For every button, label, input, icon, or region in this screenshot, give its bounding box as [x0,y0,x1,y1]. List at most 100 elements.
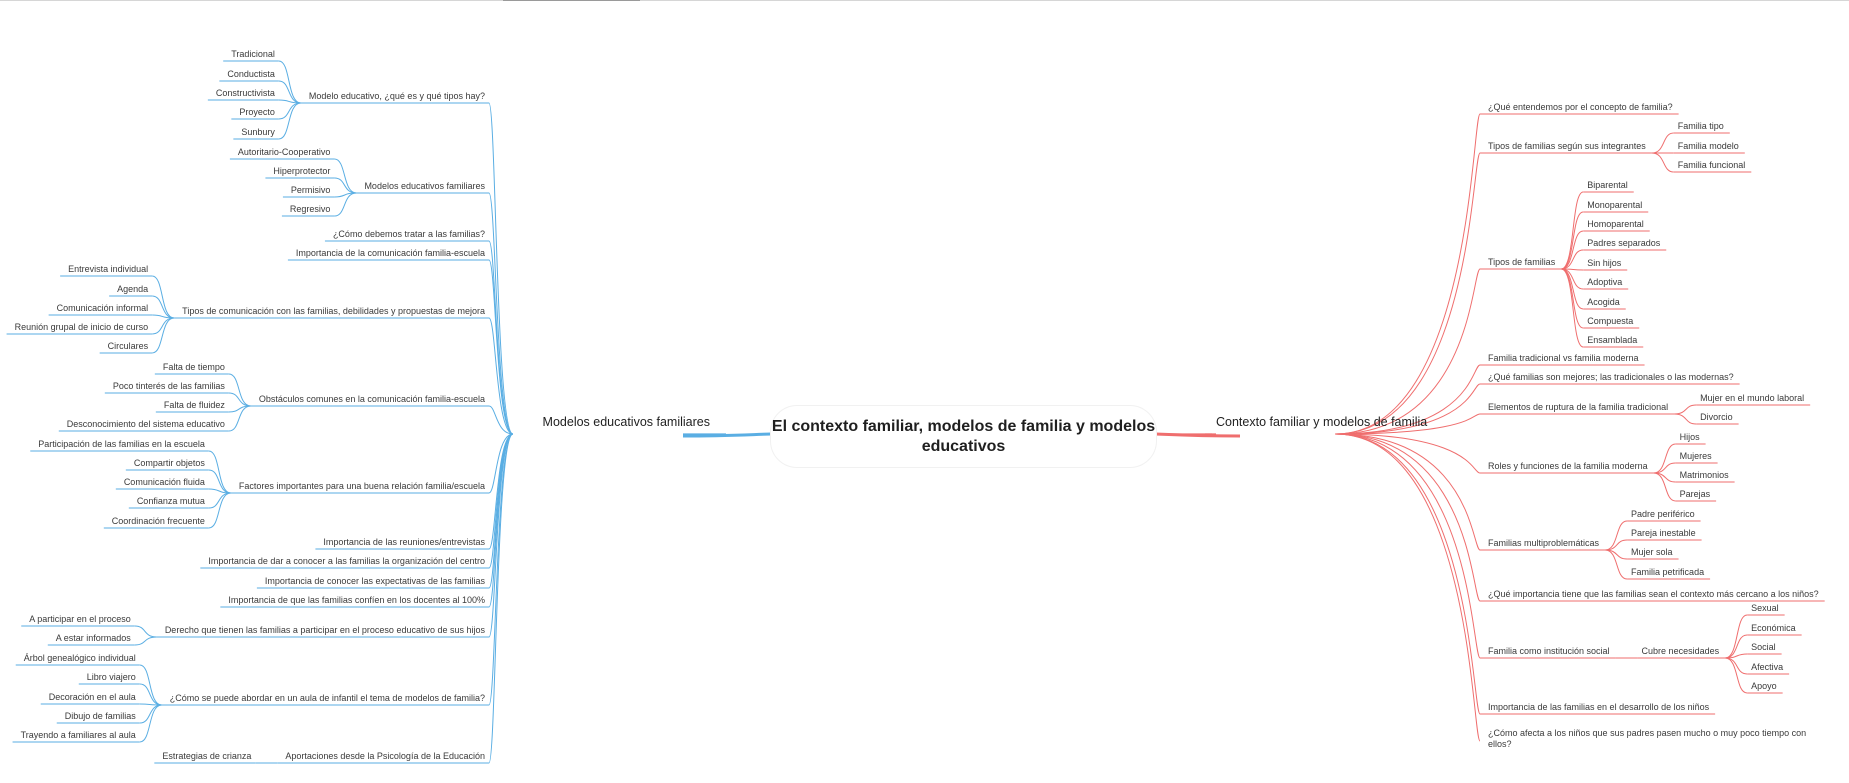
topic-importancia-de-dar-a-conocer-a-las-famil[interactable]: Importancia de dar a conocer a las famil… [208,556,485,566]
subtopic-ensamblada[interactable]: Ensamblada [1587,335,1638,345]
subtopic-falta-de-tiempo[interactable]: Falta de tiempo [162,362,225,372]
edge-left-child [208,492,231,529]
edge-right-grandchild [1725,634,1748,659]
subtopic-participacion-de-las-familias-en-la-escu[interactable]: Participación de las familias en la escu… [38,439,205,449]
topic-tipos-de-familias-segun-sus-integrantes[interactable]: Tipos de familias según sus integrantes [1488,141,1646,151]
subtopic-comunicacion-fluida[interactable]: Comunicación fluida [123,477,205,487]
subtopic-biparental[interactable]: Biparental [1587,180,1628,190]
topic-roles-y-funciones-de-la-familia-moderna[interactable]: Roles y funciones de la familia moderna [1488,461,1648,471]
topic-importancia-de-las-familias-en-el-desarr[interactable]: Importancia de las familias en el desarr… [1488,702,1710,712]
edge-right-child [1653,443,1676,474]
subtopic-hijos[interactable]: Hijos [1679,432,1700,442]
topic-obstaculos-comunes-en-la-comunicacion-fa[interactable]: Obstáculos comunes en la comunicación fa… [258,394,485,404]
subtopic-padre-periferico[interactable]: Padre periférico [1631,509,1695,519]
subtopic-estrategias-de-crianza[interactable]: Estrategias de crianza [162,751,252,761]
topic-cubre-necesidades[interactable]: Cubre necesidades [1641,646,1720,656]
subtopic-familia-petrificada[interactable]: Familia petrificada [1631,567,1705,577]
topic-familia-como-institucion-social[interactable]: Familia como institución social [1488,646,1610,656]
scroll-indicator[interactable] [503,0,640,1]
subtopic-monoparental[interactable]: Monoparental [1587,200,1643,210]
subtopic-pareja-inestable[interactable]: Pareja inestable [1631,528,1696,538]
topic-importancia-de-las-reuniones-entrevistas[interactable]: Importancia de las reuniones/entrevistas [323,537,485,547]
subtopic-regresivo[interactable]: Regresivo [289,204,331,214]
subtopic-mujeres[interactable]: Mujeres [1679,451,1712,461]
subtopic-adoptiva[interactable]: Adoptiva [1587,277,1623,287]
topic-que-importancia-tiene-que-las-familias-s[interactable]: ¿Qué importancia tiene que las familias … [1488,589,1819,599]
subtopic-entrevista-individual[interactable]: Entrevista individual [68,264,149,274]
topic-modelos-educativos-familiares[interactable]: Modelos educativos familiares [364,181,485,191]
subtopic-economica[interactable]: Económica [1751,623,1796,633]
topic-elementos-de-ruptura-de-la-familia-tradi[interactable]: Elementos de ruptura de la familia tradi… [1488,402,1669,412]
edge-right-child [1561,268,1584,348]
subtopic-sexual[interactable]: Sexual [1751,603,1779,613]
subtopic-autoritario-cooperativo[interactable]: Autoritario-Cooperativo [237,147,331,157]
subtopic-social[interactable]: Social [1751,642,1776,652]
subtopic-confianza-mutua[interactable]: Confianza mutua [136,496,205,506]
subtopic-trayendo-a-familiares-al-aula[interactable]: Trayendo a familiares al aula [20,730,136,740]
topic-importancia-de-que-las-familias-confien-[interactable]: Importancia de que las familias confíen … [228,595,485,605]
subtopic-hiperprotector[interactable]: Hiperprotector [273,166,331,176]
edge-left-child [139,683,162,706]
topic-aportaciones-desde-la-psicologia-de-la-e[interactable]: Aportaciones desde la Psicología de la E… [285,751,485,761]
subtopic-tradicional[interactable]: Tradicional [231,49,275,59]
subtopic-permisivo[interactable]: Permisivo [290,185,331,195]
topic-familias-multiproblematicas[interactable]: Familias multiproblemáticas [1488,538,1600,548]
subtopic-apoyo[interactable]: Apoyo [1751,681,1777,691]
topic-tipos-de-comunicacion-con-las-familias-d[interactable]: Tipos de comunicación con las familias, … [182,306,485,316]
subtopic-compuesta[interactable]: Compuesta [1587,316,1634,326]
subtopic-homoparental[interactable]: Homoparental [1587,219,1644,229]
subtopic-parejas[interactable]: Parejas [1679,489,1711,499]
topic-importancia-de-la-comunicacion-familia-e[interactable]: Importancia de la comunicación familia-e… [295,248,485,258]
subtopic-circulares[interactable]: Circulares [107,341,149,351]
topic-que-familias-son-mejores-las-tradicional[interactable]: ¿Qué familias son mejores; las tradicion… [1488,372,1734,382]
subtopic-constructivista[interactable]: Constructivista [215,88,275,98]
subtopic-compartir-objetos[interactable]: Compartir objetos [133,458,205,468]
subtopic-mujer-sola[interactable]: Mujer sola [1631,547,1673,557]
subtopic-poco-tinteres-de-las-familias[interactable]: Poco tinterés de las familias [112,381,225,391]
subtopic-a-estar-informados[interactable]: A estar informados [55,633,131,643]
subtopic-proyecto[interactable]: Proyecto [239,107,275,117]
subtopic-mujer-en-el-mundo-laboral[interactable]: Mujer en el mundo laboral [1700,393,1805,403]
main-topic-contexto-familiar[interactable]: Contexto familiar y modelos de familia [1216,415,1427,430]
subtopic-decoracion-en-el-aula[interactable]: Decoración en el aula [48,692,136,702]
subtopic-afectiva[interactable]: Afectiva [1751,662,1784,672]
subtopic-matrimonios[interactable]: Matrimonios [1679,470,1729,480]
subtopic-libro-viajero[interactable]: Libro viajero [86,672,136,682]
topic-modelo-educativo-que-es-y-que-tipos-hay[interactable]: Modelo educativo, ¿qué es y qué tipos ha… [308,91,485,101]
subtopic-conductista[interactable]: Conductista [227,69,275,79]
edge-right-grandchild [1725,653,1748,659]
subtopic-arbol-genealogico-individual[interactable]: Árbol genealógico individual [23,653,136,663]
topic-tipos-de-familias[interactable]: Tipos de familias [1488,257,1556,267]
subtopic-sin-hijos[interactable]: Sin hijos [1587,258,1622,268]
subtopic-reunion-grupal-de-inicio-de-curso[interactable]: Reunión grupal de inicio de curso [14,322,149,332]
subtopic-dibujo-de-familias[interactable]: Dibujo de familias [64,711,136,721]
subtopic-acogida[interactable]: Acogida [1587,297,1620,307]
topic-como-afecta-a-los-ninos-que-sus-padres-p[interactable]: ¿Cómo afecta a los niños que sus padres … [1488,728,1807,749]
subtopic-padres-separados[interactable]: Padres separados [1587,238,1661,248]
edge-left-child [334,158,357,194]
subtopic-familia-tipo[interactable]: Familia tipo [1677,121,1724,131]
subtopic-coordinacion-frecuente[interactable]: Coordinación frecuente [111,516,205,526]
topic-factores-importantes-para-una-buena-rela[interactable]: Factores importantes para una buena rela… [238,481,485,491]
topic-como-se-puede-abordar-en-un-aula-de-infa[interactable]: ¿Cómo se puede abordar en un aula de inf… [169,693,485,703]
topic-que-entendemos-por-el-concepto-de-famili[interactable]: ¿Qué entendemos por el concepto de famil… [1488,102,1673,112]
edge-left-child [208,469,231,494]
subtopic-comunicacion-informal[interactable]: Comunicación informal [56,303,149,313]
subtopic-falta-de-fluidez[interactable]: Falta de fluidez [163,400,225,410]
subtopic-familia-funcional[interactable]: Familia funcional [1677,160,1746,170]
edge-left-sub [488,433,514,706]
subtopic-familia-modelo[interactable]: Familia modelo [1677,141,1739,151]
subtopic-sunbury[interactable]: Sunbury [241,127,275,137]
subtopic-a-participar-en-el-proceso[interactable]: A participar en el proceso [29,614,131,624]
topic-importancia-de-conocer-las-expectativas-[interactable]: Importancia de conocer las expectativas … [264,576,485,586]
topic-derecho-que-tienen-las-familias-a-partic[interactable]: Derecho que tienen las familias a partic… [164,625,485,635]
central-topic-title: El contexto familiar, modelos de familia… [771,417,1156,455]
subtopic-divorcio[interactable]: Divorcio [1700,412,1733,422]
subtopic-desconocimiento-del-sistema-educativo[interactable]: Desconocimiento del sistema educativo [66,419,225,429]
subtopic-agenda[interactable]: Agenda [117,284,149,294]
main-topic-modelos-educativos[interactable]: Modelos educativos familiares [543,415,710,430]
edge-right-child [1605,539,1628,551]
central-topic[interactable]: El contexto familiar, modelos de familia… [771,406,1156,467]
topic-como-debemos-tratar-a-las-familias[interactable]: ¿Cómo debemos tratar a las familias? [332,229,485,239]
topic-familia-tradicional-vs-familia-moderna[interactable]: Familia tradicional vs familia moderna [1488,353,1639,363]
